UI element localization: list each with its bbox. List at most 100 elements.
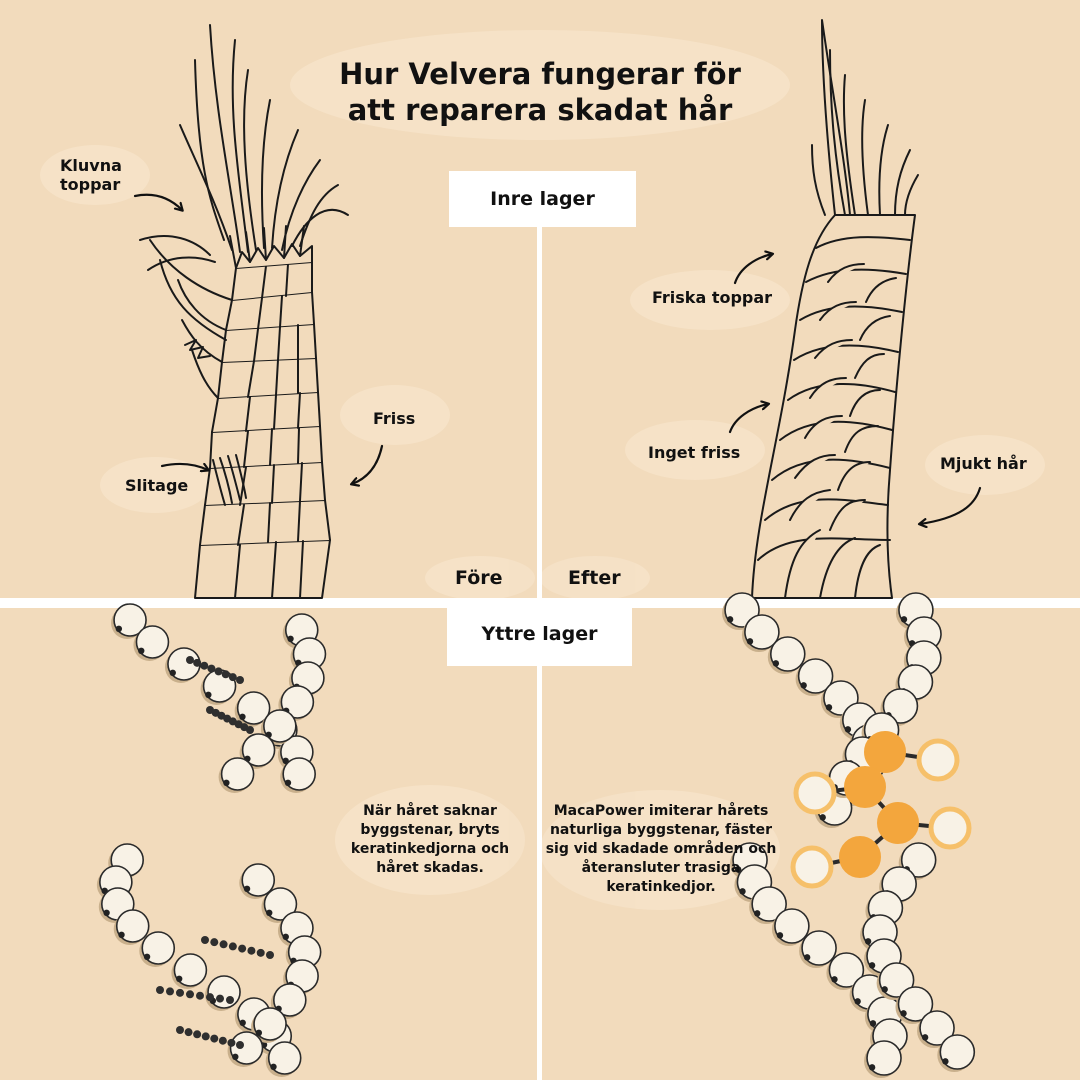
outer-layer-label: Yttre lager	[447, 606, 632, 666]
broken-bond-dot	[228, 673, 237, 682]
broken-bond-dot	[238, 944, 247, 953]
keratin-bead	[171, 953, 208, 989]
before-description-line-1: När håret saknar	[363, 803, 497, 819]
wear-annotation: Slitage	[125, 476, 189, 495]
molecule-atom	[844, 766, 886, 808]
after-description-line-2: naturliga byggstenar, fäster	[549, 822, 773, 838]
inner-layer-label: Inre lager	[449, 171, 636, 227]
broken-bond-dot	[221, 670, 230, 679]
keratin-bead	[133, 625, 170, 661]
molecule-atom	[839, 836, 881, 878]
keratin-chains	[96, 592, 976, 1078]
macapower-molecule	[790, 731, 972, 889]
broken-bond-dot	[227, 1038, 236, 1047]
arrow-wear	[160, 464, 208, 470]
split-ends-annotation: Kluvna toppar	[60, 156, 122, 194]
keratin-bead	[234, 691, 271, 727]
keratin-bead	[795, 658, 834, 696]
healthy-hair-strand	[751, 19, 919, 599]
keratin-bead	[265, 1041, 302, 1077]
damaged-hair-strand	[139, 24, 349, 599]
molecule-end-atom	[790, 845, 834, 889]
before-description-line-4: håret skadas.	[376, 860, 484, 876]
split-ends-line-1: Kluvna	[60, 156, 122, 175]
before-description-line-2: byggstenar, bryts	[360, 822, 500, 838]
page-title: Hur Velvera fungerar för att reparera sk…	[240, 56, 840, 128]
keratin-bead	[227, 1031, 264, 1067]
annotation-arrows	[133, 193, 982, 524]
title-line-1: Hur Velvera fungerar för	[339, 57, 741, 91]
broken-bond-dot	[186, 990, 194, 999]
broken-bond-dot	[266, 951, 274, 959]
keratin-bead	[864, 1040, 902, 1078]
broken-bond-dot	[206, 993, 214, 1002]
broken-bond-dot	[236, 1041, 244, 1049]
broken-bond-dot	[236, 676, 244, 684]
keratin-bead	[826, 952, 865, 990]
frizz-annotation: Friss	[373, 409, 416, 428]
molecule-atom	[864, 731, 906, 773]
keratin-bead	[937, 1034, 976, 1072]
after-description-line-1: MacaPower imiterar hårets	[553, 803, 769, 819]
after-description-line-3: sig vid skadade områden och	[545, 841, 777, 857]
broken-bond-dot	[200, 661, 209, 670]
keratin-bead	[251, 1007, 287, 1043]
keratin-bead	[895, 986, 934, 1024]
after-description-line-5: keratinkedjor.	[606, 879, 716, 895]
after-label: Efter	[568, 567, 621, 589]
broken-bond-dot	[216, 994, 224, 1003]
broken-bond-dot	[193, 658, 202, 667]
before-label: Före	[455, 567, 503, 589]
after-description: MacaPower imiterar hårets naturliga bygg…	[545, 802, 777, 897]
keratin-bead	[261, 887, 298, 923]
keratin-bead	[239, 863, 276, 899]
after-description-line-4: återansluter trasiga	[581, 860, 741, 876]
soft-hair-annotation: Mjukt hår	[940, 454, 1027, 473]
keratin-bead	[260, 709, 297, 745]
broken-bond-dot	[196, 991, 204, 1000]
arrow-split-ends	[133, 193, 182, 210]
arrow-no-frizz	[728, 404, 768, 434]
broken-bond-dot	[228, 942, 237, 951]
keratin-bead	[876, 962, 915, 1000]
keratin-bead	[139, 931, 176, 967]
before-description: När håret saknar byggstenar, bryts kerat…	[340, 802, 520, 878]
arrow-frizz	[352, 444, 384, 484]
broken-bond-dot	[219, 940, 228, 949]
keratin-bead	[767, 636, 806, 674]
text-highlights	[40, 30, 1045, 910]
broken-bond-dot	[207, 664, 216, 673]
broken-bond-dot	[156, 986, 164, 994]
keratin-bead	[218, 757, 255, 793]
broken-bond-dot	[210, 1034, 219, 1043]
broken-bond-dot	[247, 946, 256, 955]
arrow-healthy-ends	[733, 254, 772, 285]
molecule-end-atom	[916, 738, 960, 782]
no-frizz-annotation: Inget friss	[648, 443, 741, 462]
molecule-end-atom	[928, 806, 972, 850]
broken-bond-dot	[176, 1026, 184, 1034]
broken-bond-dot	[226, 996, 234, 1004]
arrow-soft-hair	[920, 486, 982, 524]
before-description-line-3: keratinkedjorna och	[350, 841, 510, 857]
keratin-bead	[917, 1010, 955, 1048]
keratin-bead	[200, 669, 237, 705]
keratin-bead	[749, 886, 787, 924]
broken-bond-dot	[193, 1030, 202, 1039]
title-line-2: att reparera skadat hår	[347, 93, 733, 127]
broken-bond-dot	[210, 938, 219, 947]
keratin-bead	[799, 930, 837, 968]
keratin-bead	[283, 959, 319, 995]
molecule-end-atom	[793, 771, 837, 815]
keratin-bead	[280, 757, 316, 793]
broken-bond-dot	[184, 1028, 193, 1037]
broken-bond-dot	[201, 936, 209, 944]
broken-bond-dot	[166, 987, 174, 996]
split-ends-line-2: toppar	[60, 175, 121, 194]
keratin-bead	[113, 909, 150, 945]
broken-bond-dot	[218, 1036, 227, 1045]
broken-bond-dot	[256, 948, 265, 957]
broken-bond-dot	[176, 988, 184, 997]
broken-bond-dot	[201, 1032, 210, 1041]
